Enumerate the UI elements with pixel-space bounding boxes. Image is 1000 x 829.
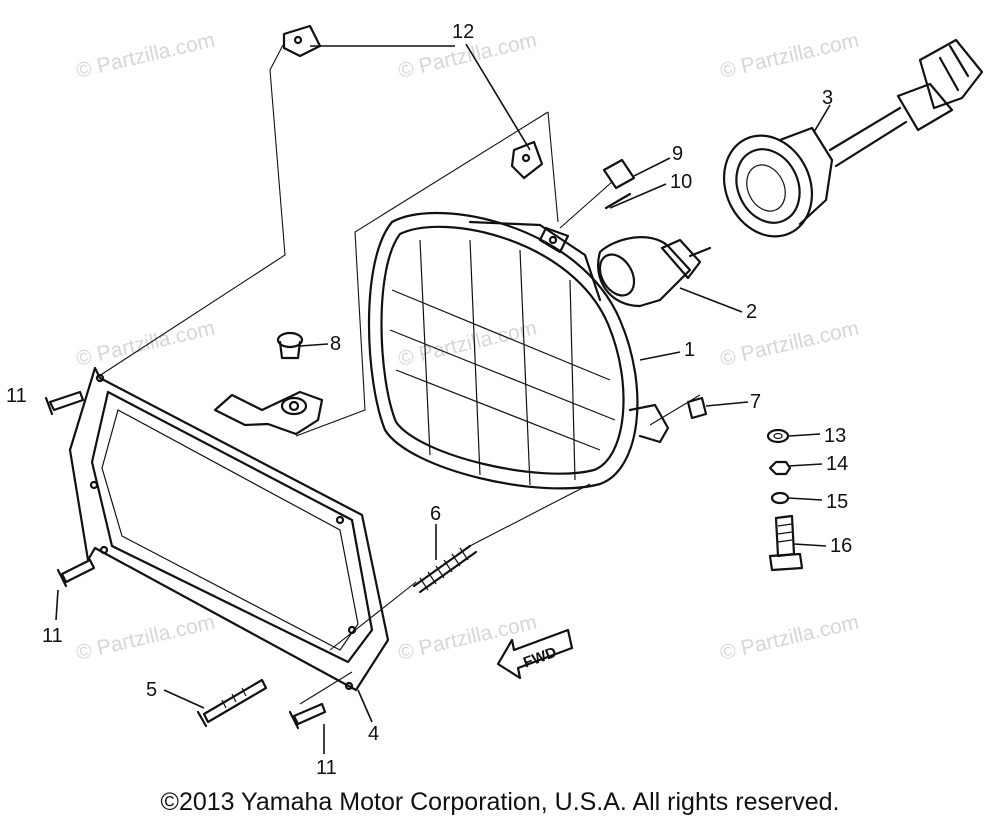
callout-label: 2 (746, 301, 757, 323)
watermark: © Partzilla.com (718, 29, 861, 83)
watermark: © Partzilla.com (74, 611, 217, 665)
callout-label: 15 (826, 491, 848, 513)
callout-label: 11 (6, 385, 27, 407)
adjusting-spring (412, 544, 478, 594)
watermark: © Partzilla.com (718, 317, 861, 371)
watermark: © Partzilla.com (74, 29, 217, 83)
watermark: © Partzilla.com (396, 611, 539, 665)
rim-screws (44, 390, 327, 730)
callout-label: 9 (672, 143, 683, 165)
callout-label: 7 (750, 391, 761, 413)
adjuster-screw (276, 331, 304, 360)
watermark-layer: © Partzilla.com © Partzilla.com © Partzi… (74, 29, 861, 665)
callout-label: 8 (330, 333, 341, 355)
fwd-label: FWD (521, 644, 559, 672)
long-screw (196, 678, 268, 728)
assembly-guide-lines (95, 44, 701, 705)
callout-label: 13 (824, 425, 846, 447)
callout-label: 16 (830, 535, 852, 557)
callout-label: 10 (670, 171, 692, 193)
callout-label: 6 (430, 503, 441, 525)
callout-label: 11 (316, 757, 337, 779)
watermark: © Partzilla.com (396, 317, 539, 371)
watermark: © Partzilla.com (718, 611, 861, 665)
callout-label: 1 (684, 339, 695, 361)
small-hardware (282, 24, 708, 420)
bolt-and-nuts (766, 428, 804, 572)
callout-label: 14 (826, 453, 848, 475)
watermark: © Partzilla.com (74, 317, 217, 371)
callout-label: 3 (822, 87, 833, 109)
bulb (597, 236, 712, 308)
callout-label: 11 (42, 625, 63, 647)
callout-numbers: 12 9 10 3 2 1 7 8 13 14 15 16 6 5 11 11 … (6, 21, 852, 779)
callout-label: 12 (452, 21, 474, 43)
headlight-rim (68, 366, 390, 692)
sealed-beam-unit (367, 211, 670, 490)
callout-label: 4 (368, 723, 379, 745)
callout-label: 5 (146, 679, 157, 701)
socket-and-cord (722, 38, 984, 238)
copyright-notice: ©2013 Yamaha Motor Corporation, U.S.A. A… (160, 788, 840, 816)
callout-leaders (55, 43, 831, 754)
